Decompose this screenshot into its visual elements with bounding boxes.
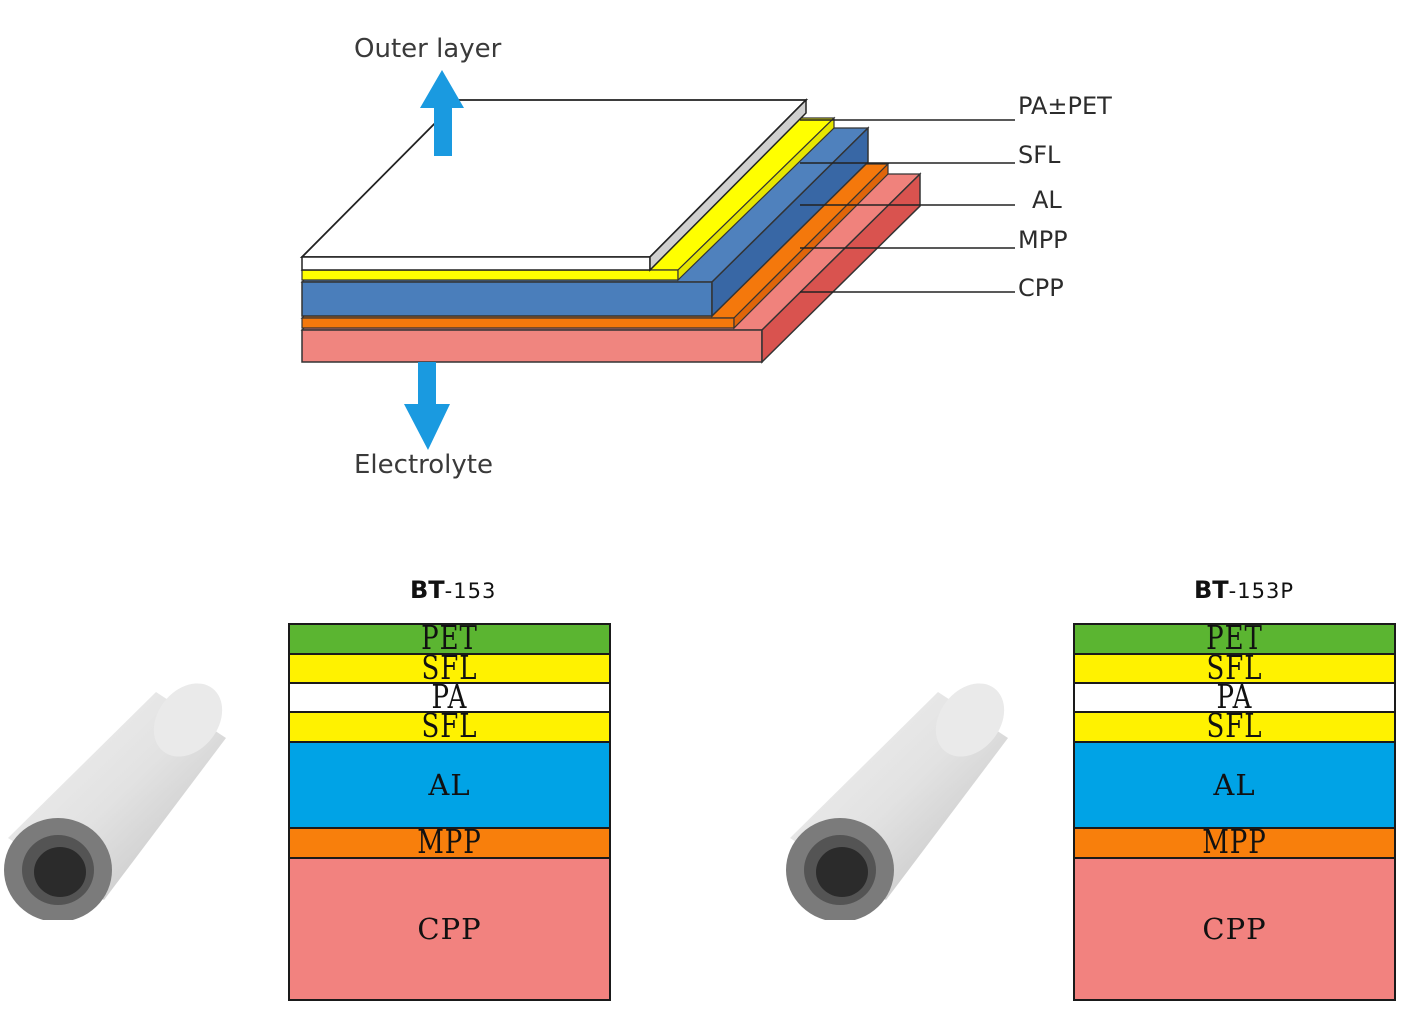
stack-layer-label: SFL <box>1206 713 1263 743</box>
stack-layer-pa: PA <box>290 684 609 713</box>
arrow-up-icon <box>420 70 464 156</box>
layer-label-mpp: MPP <box>1018 226 1068 254</box>
layer-label-al: AL <box>1032 186 1062 214</box>
film-roll-image <box>786 683 1008 920</box>
stack-layer-label: SFL <box>1206 655 1263 684</box>
stack-layer-pet: PET <box>1075 625 1394 655</box>
product-name-bold: BT <box>410 576 445 604</box>
stack-layer-label: SFL <box>421 655 478 684</box>
stack-layer-sfl: SFL <box>290 655 609 684</box>
stack-layer-label: SFL <box>421 713 478 743</box>
product-name-suffix: -153P <box>1228 579 1294 603</box>
stack-layer-label: AL <box>1213 768 1256 802</box>
stack-layer-label: CPP <box>1202 912 1267 946</box>
stack-layer-sfl: SFL <box>290 713 609 743</box>
product-name-suffix: -153 <box>444 579 497 603</box>
laminate-3d-diagram <box>299 70 1015 450</box>
stack-layer-al: AL <box>290 743 609 829</box>
electrolyte-label: Electrolyte <box>354 450 493 480</box>
stack-layer-mpp: MPP <box>1075 829 1394 859</box>
stack-layer-label: MPP <box>417 829 482 859</box>
product-title-2: BT-153P <box>1194 576 1294 604</box>
layer-stack-1: PET SFL PA SFL AL MPP CPP <box>288 623 611 1001</box>
stack-layer-al: AL <box>1075 743 1394 829</box>
stack-layer-label: AL <box>428 768 471 802</box>
stack-layer-mpp: MPP <box>290 829 609 859</box>
leader-lines <box>800 119 1015 293</box>
stack-layer-label: MPP <box>1202 829 1267 859</box>
stack-layer-cpp: CPP <box>1075 859 1394 999</box>
pa-pet-slab <box>299 98 809 272</box>
product-title-1: BT-153 <box>410 576 496 604</box>
stack-layer-label: PET <box>1206 625 1263 655</box>
stack-layer-pa: PA <box>1075 684 1394 713</box>
layer-label-pa-pet: PA±PET <box>1018 92 1112 120</box>
product-name-bold: BT <box>1194 576 1229 604</box>
stack-layer-label: CPP <box>417 912 482 946</box>
stack-layer-sfl: SFL <box>1075 713 1394 743</box>
arrow-down-icon <box>404 362 450 450</box>
stack-layer-cpp: CPP <box>290 859 609 999</box>
stack-layer-label: PA <box>431 684 468 713</box>
outer-layer-label: Outer layer <box>354 34 502 64</box>
stack-layer-label: PET <box>421 625 478 655</box>
layer-label-sfl: SFL <box>1018 141 1061 169</box>
layer-label-cpp: CPP <box>1018 274 1064 302</box>
stack-layer-pet: PET <box>290 625 609 655</box>
stack-layer-label: PA <box>1216 684 1253 713</box>
stack-layer-sfl: SFL <box>1075 655 1394 684</box>
layer-stack-2: PET SFL PA SFL AL MPP CPP <box>1073 623 1396 1001</box>
film-roll-image <box>4 683 226 920</box>
